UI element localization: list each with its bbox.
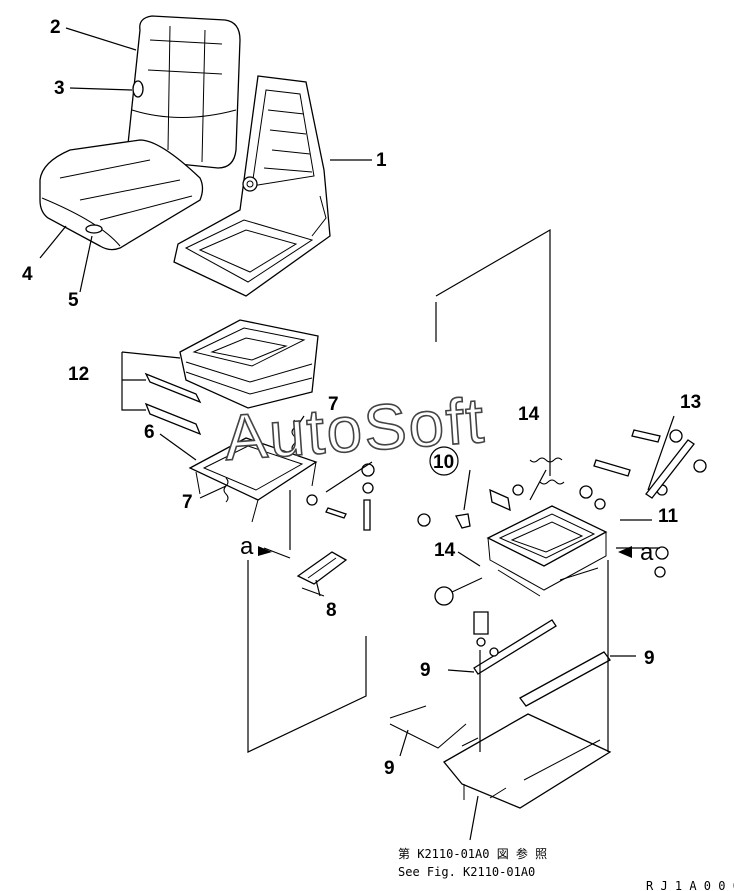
arrow-icon-left: [258, 546, 272, 556]
connector-a-left: a: [240, 533, 254, 560]
callout-10-circle: [429, 446, 459, 476]
callout-4: 4: [22, 264, 33, 285]
seat-cushion: [39, 139, 204, 251]
corner-code: R J 1 A 0 0 0: [646, 879, 734, 891]
left-hardware: [306, 463, 375, 531]
slide-rail-upper: [144, 372, 202, 404]
adjuster-knob: [434, 577, 483, 606]
slide-rail-right: [519, 651, 611, 707]
callout-8: 8: [326, 600, 337, 621]
suspension-assembly: [179, 319, 319, 409]
wire-lever: [389, 705, 467, 749]
arrow-icon-right: [618, 546, 632, 558]
leader-lines: [39, 27, 675, 841]
callout-14-upper: 14: [518, 404, 540, 425]
callout-9-right: 9: [644, 648, 655, 669]
right-mechanism: [486, 505, 608, 597]
callout-12: 12: [68, 364, 89, 385]
callout-3: 3: [54, 78, 65, 99]
callout-7-upper: 7: [328, 394, 339, 415]
left-mechanism-plate: [188, 419, 318, 523]
spring-and-bracket: [455, 457, 565, 529]
callout-2: 2: [50, 17, 61, 38]
callout-7-lower: 7: [182, 492, 193, 513]
base-plate: [443, 713, 612, 809]
reference-note-en: See Fig. K2110-01A0: [398, 865, 535, 879]
callout-11: 11: [658, 506, 679, 527]
callout-10: 10: [433, 452, 454, 473]
callout-6: 6: [144, 422, 155, 443]
callout-14-lower: 14: [434, 540, 456, 561]
callout-9-lower: 9: [384, 758, 395, 779]
callout-9-left: 9: [420, 660, 431, 681]
seat-frame: [173, 75, 331, 297]
bracket: [296, 551, 348, 597]
reference-note-jp: 第 K2110-01A0 図 参 照: [398, 846, 547, 861]
slide-rail-lower: [144, 402, 202, 436]
seat-back-cushion: [127, 15, 241, 169]
callout-5: 5: [68, 290, 79, 311]
gas-damper: [645, 439, 695, 499]
slide-rail-left: [473, 619, 557, 675]
right-hardware: [417, 429, 707, 578]
callout-13: 13: [680, 392, 701, 413]
callout-1: 1: [376, 150, 387, 171]
connector-a-right: a: [640, 539, 654, 566]
mount-bolt: [473, 611, 489, 647]
